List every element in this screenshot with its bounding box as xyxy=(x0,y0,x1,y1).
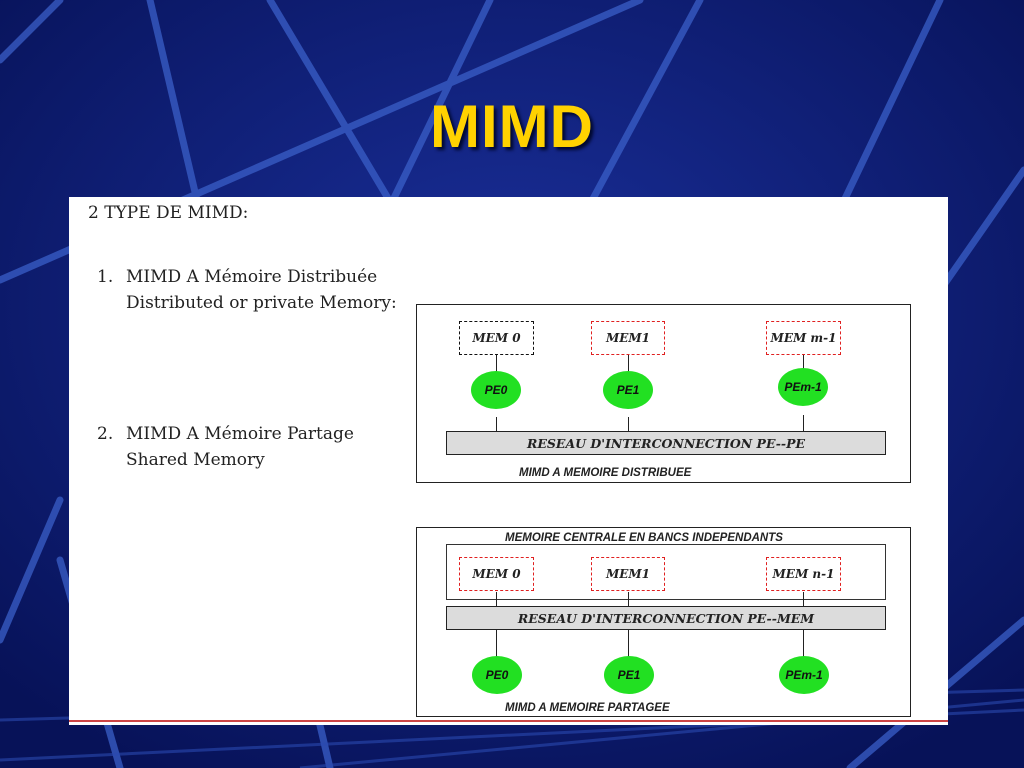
memory-bank-label: MEMOIRE CENTRALE EN BANCS INDEPENDANTS xyxy=(505,532,783,544)
shared-memory-diagram: MEMOIRE CENTRALE EN BANCS INDEPENDANTS M… xyxy=(416,527,911,717)
diagram-caption: MIMD A MEMOIRE DISTRIBUEE xyxy=(519,467,692,479)
list-item-number: 1. xyxy=(97,267,114,287)
doc-heading: 2 TYPE DE MIMD: xyxy=(88,203,249,223)
bottom-rule xyxy=(69,720,948,722)
list-item-subtitle: Shared Memory xyxy=(126,450,265,470)
processor-element: PEm-1 xyxy=(778,368,828,406)
list-item-number: 2. xyxy=(97,424,114,444)
list-item-title: MIMD A Mémoire Distribuée xyxy=(126,267,378,287)
diagram-caption: MIMD A MEMOIRE PARTAGEE xyxy=(505,702,670,714)
memory-block: MEM n-1 xyxy=(766,557,841,591)
interconnection-network: RESEAU D'INTERCONNECTION PE--MEM xyxy=(446,606,886,630)
interconnection-network: RESEAU D'INTERCONNECTION PE--PE xyxy=(446,431,886,455)
slide-title: MIMD xyxy=(430,93,594,160)
memory-block: MEM m-1 xyxy=(766,321,841,355)
list-item-subtitle: Distributed or private Memory: xyxy=(126,293,397,313)
document-panel: 2 TYPE DE MIMD: 1. MIMD A Mémoire Distri… xyxy=(69,197,948,725)
memory-block: MEM1 xyxy=(591,557,665,591)
processor-element: PEm-1 xyxy=(779,656,829,694)
distributed-memory-diagram: MEM 0 MEM1 MEM m-1 PE0 PE1 PEm-1 RESEAU … xyxy=(416,304,911,483)
processor-element: PE0 xyxy=(471,371,521,409)
list-item-title: MIMD A Mémoire Partage xyxy=(126,424,354,444)
memory-block: MEM1 xyxy=(591,321,665,355)
processor-element: PE1 xyxy=(604,656,654,694)
processor-element: PE1 xyxy=(603,371,653,409)
processor-element: PE0 xyxy=(472,656,522,694)
memory-block: MEM 0 xyxy=(459,321,534,355)
memory-block: MEM 0 xyxy=(459,557,534,591)
